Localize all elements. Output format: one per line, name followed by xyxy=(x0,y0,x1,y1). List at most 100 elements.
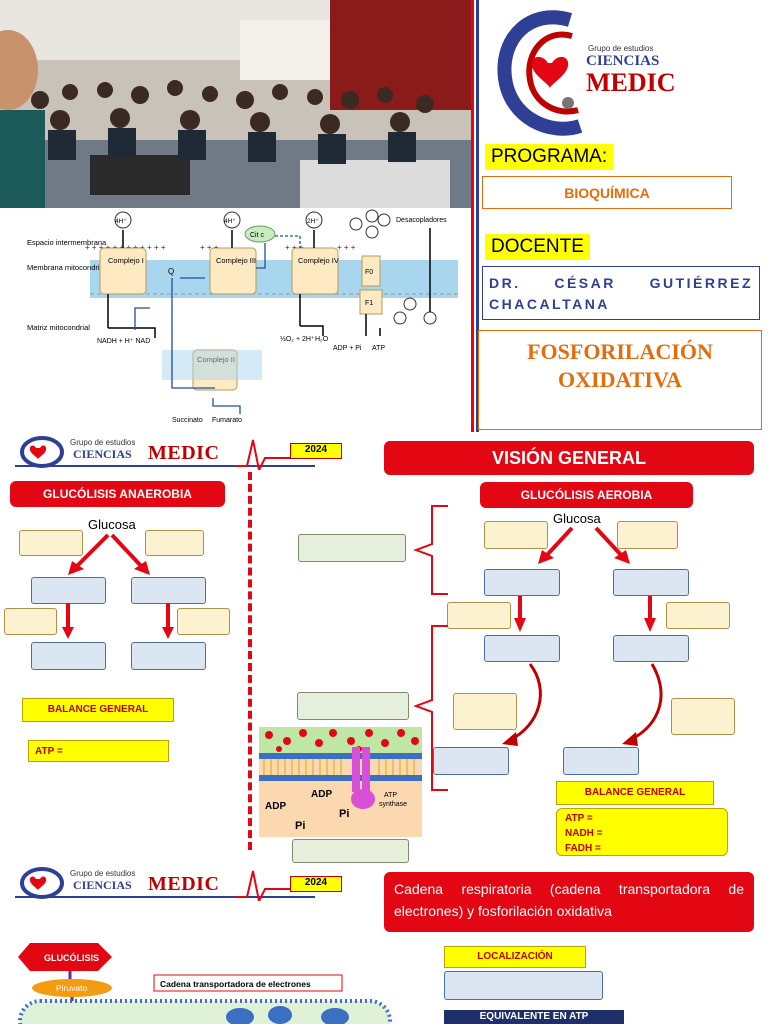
aerobia-cream-3[interactable] xyxy=(447,602,511,629)
atp-synthase-figure: ADP ADP Pi Pi ATP synthase xyxy=(259,727,422,837)
docente-label: DOCENTE xyxy=(485,234,590,260)
anaerobia-cream-3[interactable] xyxy=(4,608,57,635)
piruvato-label: Piruvato xyxy=(56,983,87,993)
green-box-2[interactable] xyxy=(297,692,409,720)
complejo-4-label: Complejo IV xyxy=(298,256,339,265)
balance-right-box: ATP = NADH = FADH = xyxy=(556,808,728,856)
plus-signs-3: + + + xyxy=(285,243,304,252)
h4-b: 4H⁺ xyxy=(224,218,236,225)
aerobia-cream-4[interactable] xyxy=(666,602,730,629)
s2-logo-ciencias: CIENCIAS xyxy=(73,447,132,461)
topic-box: FOSFORILACIÓN OXIDATIVA xyxy=(478,330,762,430)
logo-ciencias-text: CIENCIAS xyxy=(586,53,660,69)
atp-right: ATP = xyxy=(565,813,593,824)
aerobia-blue-6[interactable] xyxy=(563,747,639,775)
aerobia-title: GLUCÓLISIS AEROBIA xyxy=(480,482,693,508)
anaerobia-arrows xyxy=(62,533,174,639)
glucolisis-shape xyxy=(18,943,112,971)
glucosa-left: Glucosa xyxy=(88,517,136,532)
s3-logo-small: Grupo de estudios xyxy=(70,869,136,878)
atp: ATP xyxy=(372,345,385,352)
label-espacio: Espacio intermembrana xyxy=(27,238,107,247)
aerobia-blue-3[interactable] xyxy=(484,635,560,662)
aerobia-cream-2[interactable] xyxy=(617,521,678,549)
h2o: H₂O xyxy=(315,336,329,343)
aerobia-cream-1[interactable] xyxy=(484,521,548,549)
anaerobia-cream-2[interactable] xyxy=(145,530,204,556)
adp-1: ADP xyxy=(265,801,286,812)
complejo-3-label: Complejo III xyxy=(216,256,256,265)
equivalente-label: EQUIVALENTE EN ATP xyxy=(444,1010,624,1024)
s2-dashed-divider xyxy=(248,472,252,850)
anaerobia-title: GLUCÓLISIS ANAEROBIA xyxy=(10,481,225,507)
f1-label: F1 xyxy=(365,300,373,307)
green-box-1[interactable] xyxy=(298,534,406,562)
divider-blue xyxy=(476,0,479,432)
fumarato: Fumarato xyxy=(212,417,242,424)
complejo-1-label: Complejo I xyxy=(108,256,144,265)
adp-pi: ADP + Pi xyxy=(333,345,362,352)
glucolisis-label: GLUCÓLISIS xyxy=(44,952,99,963)
complejo-1 xyxy=(99,247,147,295)
programa-label: PROGRAMA: xyxy=(485,144,614,170)
complejo-3 xyxy=(209,247,257,295)
h2: 2H⁺ xyxy=(307,218,319,225)
anaerobia-blue-4[interactable] xyxy=(131,642,206,670)
anaerobia-blue-2[interactable] xyxy=(131,577,206,604)
aerobia-cream-5[interactable] xyxy=(453,693,517,730)
docente-value: DR. CÉSAR GUTIÉRREZ CHACALTANA xyxy=(482,266,760,320)
logo-small-text: Grupo de estudios xyxy=(588,44,654,53)
logo-medic-text: MEDIC xyxy=(586,68,676,97)
piruvato-shape xyxy=(32,979,112,997)
synthase-label: synthase xyxy=(379,801,407,808)
plus-signs-2: + + + xyxy=(200,243,219,252)
anaerobia-blue-3[interactable] xyxy=(31,642,106,670)
cte-label: Cadena transportadora de electrones xyxy=(160,979,311,989)
topic-line-1: FOSFORILACIÓN xyxy=(527,339,713,364)
aerobia-blue-5[interactable] xyxy=(433,747,509,775)
desacopladores: Desacopladores xyxy=(396,217,447,224)
s3-logo-ciencias: CIENCIAS xyxy=(73,878,132,892)
aerobia-arrows xyxy=(502,526,663,746)
o2: ½O₂ + 2H⁺ xyxy=(280,335,315,343)
glucosa-right: Glucosa xyxy=(553,511,601,526)
aerobia-blue-4[interactable] xyxy=(613,635,689,662)
braces xyxy=(413,505,448,791)
anaerobia-cream-1[interactable] xyxy=(19,530,83,556)
label-membrana: Membrana mitocondrial interna xyxy=(27,263,131,272)
localizacion-box[interactable] xyxy=(444,971,603,1000)
heart-icon xyxy=(531,56,569,88)
atp-synth-label: ATP xyxy=(384,792,397,799)
divider-red xyxy=(471,0,474,432)
label-matriz: Matriz mitocondrial xyxy=(27,323,90,332)
aerobia-blue-2[interactable] xyxy=(613,569,689,596)
aerobia-blue-1[interactable] xyxy=(484,569,560,596)
cyt-c xyxy=(244,225,276,243)
f0 xyxy=(361,255,381,287)
succinato: Succinato xyxy=(172,417,203,424)
s2-logo-small: Grupo de estudios xyxy=(70,438,136,447)
f0-label: F0 xyxy=(365,269,373,276)
s3-year: 2024 xyxy=(290,876,342,892)
aerobia-cream-6[interactable] xyxy=(671,698,735,735)
classroom-photo xyxy=(0,0,472,208)
anaerobia-blue-1[interactable] xyxy=(31,577,106,604)
topic-line-2: OXIDATIVA xyxy=(558,367,682,392)
green-box-3[interactable] xyxy=(292,839,409,863)
s3-title: Cadena respiratoria (cadena transportado… xyxy=(384,872,754,932)
programa-value: BIOQUÍMICA xyxy=(482,176,732,209)
fadh-right: FADH = xyxy=(565,843,601,854)
balance-left: BALANCE GENERAL xyxy=(22,698,174,722)
nadh: NADH + H⁺ NAD xyxy=(97,338,150,345)
s2-year: 2024 xyxy=(290,443,342,459)
nadh-right: NADH = xyxy=(565,828,603,839)
localizacion-label: LOCALIZACIÓN xyxy=(444,946,586,968)
s3-logo-medic: MEDIC xyxy=(148,873,220,895)
anaerobia-cream-4[interactable] xyxy=(177,608,230,635)
cyt-c-label: Cit c xyxy=(250,232,265,239)
s2-title: VISIÓN GENERAL xyxy=(384,441,754,475)
balance-right: BALANCE GENERAL xyxy=(556,781,714,805)
section2-logo: Grupo de estudios CIENCIAS MEDIC xyxy=(15,436,315,470)
s2-logo-medic: MEDIC xyxy=(148,442,220,464)
h4-a: 4H⁺ xyxy=(115,218,127,225)
